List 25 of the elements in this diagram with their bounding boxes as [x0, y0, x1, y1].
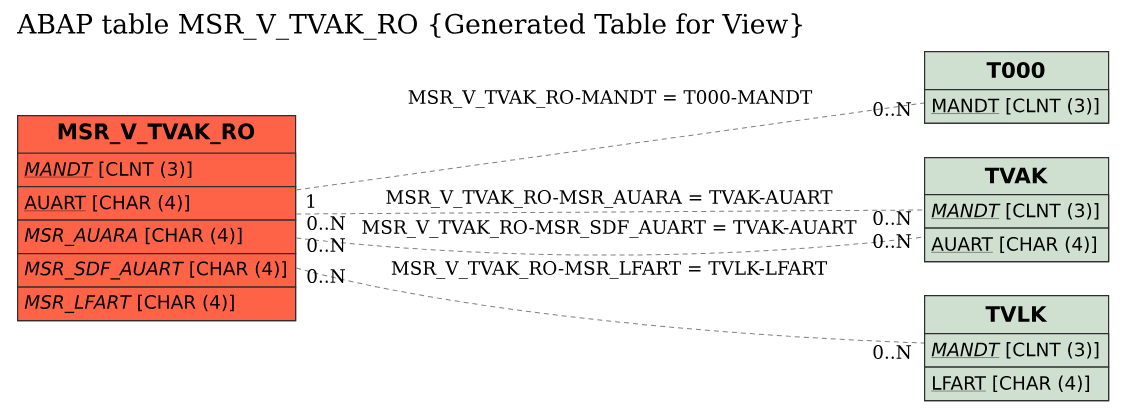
cardinality-label: 0..N: [873, 234, 911, 248]
field-row: MANDT [CLNT (3)]: [924, 333, 1110, 368]
edge-label: MSR_V_TVAK_RO-MSR_SDF_AUART = TVAK-AUART: [360, 219, 858, 239]
edge-label: MSR_V_TVAK_RO-MSR_LFART = TVLK-LFART: [389, 260, 829, 280]
cardinality-label: 0..N: [873, 102, 911, 116]
field-row: AUART [CHAR (4)]: [17, 186, 297, 221]
cardinality-label: 0..N: [873, 211, 911, 225]
cardinality-label: 0..N: [307, 269, 345, 283]
field-row: MSR_AUARA [CHAR (4)]: [17, 219, 297, 255]
cardinality-label: 0..N: [307, 216, 345, 230]
title: ABAP table MSR_V_TVAK_RO {Generated Table for View}: [17, 13, 802, 40]
edge-label: MSR_V_TVAK_RO-MSR_AUARA = TVAK-AUART: [384, 189, 834, 209]
field-row: MSR_LFART [CHAR (4)]: [17, 286, 297, 322]
field-row: MANDT [CLNT (3)]: [17, 152, 297, 188]
connector-line: [295, 102, 925, 191]
connector-line: [295, 267, 925, 344]
field-row: AUART [CHAR (4)]: [924, 227, 1110, 263]
field-row: MANDT [CLNT (3)]: [924, 89, 1110, 124]
field-row: LFART [CHAR (4)]: [924, 366, 1110, 402]
edge-label: MSR_V_TVAK_RO-MANDT = T000-MANDT: [406, 89, 814, 109]
cardinality-label: 0..N: [307, 238, 345, 252]
cardinality-label: 1: [307, 194, 315, 208]
cardinality-label: 0..N: [873, 345, 911, 359]
field-row: MSR_SDF_AUART [CHAR (4)]: [17, 253, 297, 288]
field-row: MANDT [CLNT (3)]: [924, 194, 1110, 229]
